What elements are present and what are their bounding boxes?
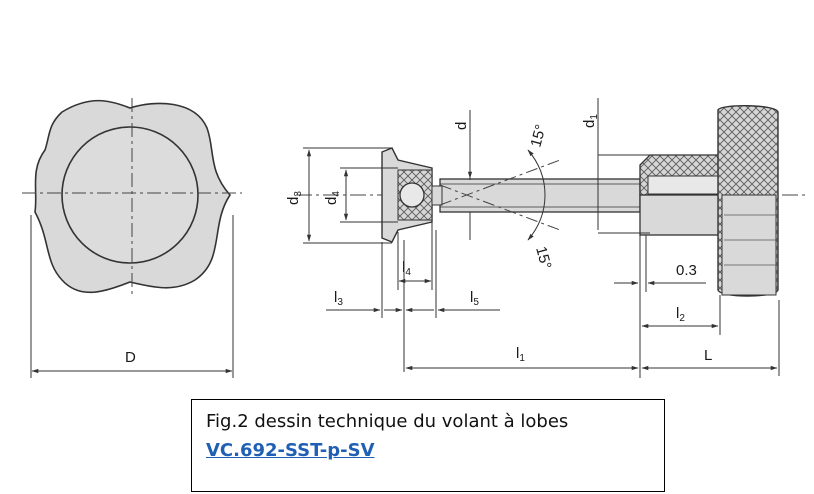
label-d1: d1 <box>581 114 600 128</box>
label-L: L <box>704 347 712 364</box>
product-reference-link[interactable]: VC.692-SST-p-SV <box>206 440 375 461</box>
knob-front-view: D <box>22 98 242 378</box>
label-l2: l2 <box>676 305 685 324</box>
label-angle-top: 15° <box>527 123 549 149</box>
label-l4: l4 <box>402 259 411 278</box>
knob-grip-lower <box>721 194 777 296</box>
label-angle-bottom: 15° <box>532 245 554 271</box>
figure-caption-box: Fig.2 dessin technique du volant à lobes… <box>191 399 665 492</box>
shaft-neck <box>431 185 443 206</box>
label-l3: l3 <box>334 289 343 308</box>
label-d: d <box>453 122 470 130</box>
label-offset: 0.3 <box>676 262 697 279</box>
label-d3: d3 <box>285 191 304 205</box>
angle-arc-top <box>527 149 546 196</box>
angle-line-bottom <box>439 184 561 231</box>
angle-line-top <box>439 159 561 206</box>
label-d4: d4 <box>323 191 342 205</box>
figure-caption: Fig.2 dessin technique du volant à lobes <box>206 411 569 432</box>
ball-joint <box>399 182 425 208</box>
label-D: D <box>125 349 136 366</box>
knob-hub-lower <box>639 194 726 236</box>
knob-side-view: d3 d4 d d1 15° 15° l4 l3 l5 <box>285 98 808 378</box>
label-l5: l5 <box>470 289 479 308</box>
label-l1: l1 <box>516 345 525 364</box>
angle-arc-bottom <box>527 194 546 241</box>
knob-insert <box>647 175 721 195</box>
knob-inner-face <box>61 126 199 264</box>
